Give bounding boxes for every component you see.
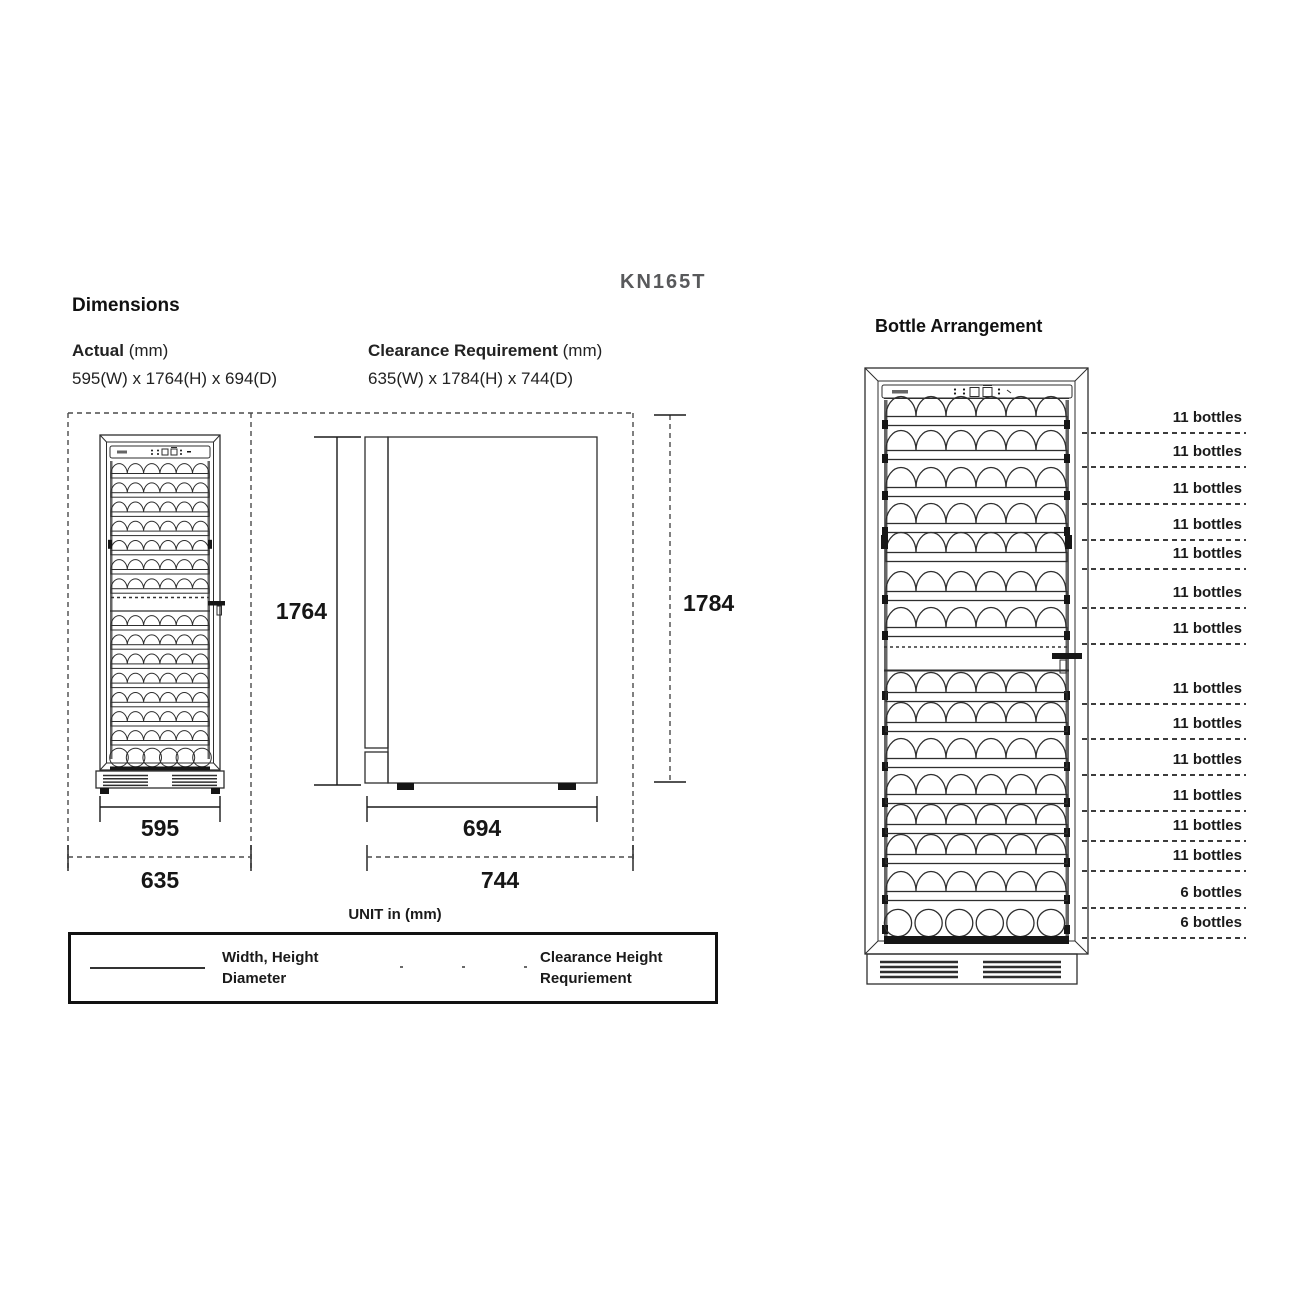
clearance-depth-dimension: 744 (366, 845, 634, 893)
clearance-label: Clearance Requirement (mm) (368, 341, 602, 361)
leader-line (1082, 503, 1246, 505)
depth-dim: 694 (463, 815, 502, 841)
legend-solid-line1: Width, Height (222, 949, 319, 966)
leader-line (1082, 738, 1246, 740)
dashed-line-sample (400, 966, 532, 968)
zone-divider (884, 646, 1069, 672)
cooler-control-panel (881, 384, 1073, 399)
leader-line (1082, 774, 1246, 776)
bottle-row-label: 11 bottles (1172, 817, 1242, 834)
leader-line (1082, 810, 1246, 812)
display-icon (161, 448, 169, 456)
front-view-drawing (95, 434, 225, 794)
front-width-dim: 595 (141, 815, 180, 841)
bottle-row-label: 11 bottles (1172, 620, 1242, 637)
actual-value: 595(W) x 1764(H) x 694(D) (72, 369, 278, 388)
standing-bottles-row (883, 908, 1066, 938)
front-vent-base (95, 770, 225, 794)
bottle-row-label: 11 bottles (1172, 480, 1242, 497)
bottle-row-label: 11 bottles (1172, 516, 1242, 533)
leader-line (1082, 607, 1246, 609)
bottle-row-label: 11 bottles (1172, 584, 1242, 601)
actual-label-bold: Actual (72, 341, 124, 360)
legend-box (68, 932, 718, 1004)
clearance-unit: (mm) (557, 341, 603, 360)
leader-line (1082, 432, 1246, 434)
bottle-row-label: 11 bottles (1172, 715, 1242, 732)
front-height-dim: 1764 (276, 598, 327, 624)
side-view-drawing (364, 436, 598, 790)
height-dimension: 1764 (276, 436, 361, 786)
clearance-height-dim: 1784 (683, 590, 734, 616)
door-handle-icon (1052, 653, 1082, 674)
bottle-row-label: 11 bottles (1172, 787, 1242, 804)
actual-label: Actual (mm) (72, 341, 168, 361)
shelf-rail-left (110, 461, 113, 759)
clearance-depth-dim: 744 (481, 867, 520, 893)
width-dimension: 595 (99, 796, 221, 841)
clearance-label-bold: Clearance Requirement (368, 341, 558, 360)
bottle-row-label: 11 bottles (1172, 545, 1242, 562)
leader-line (1082, 703, 1246, 705)
leader-line (1082, 539, 1246, 541)
shelf-rail-right (207, 461, 210, 759)
bottle-arrangement-title: Bottle Arrangement (875, 316, 1043, 336)
bottle-row-label: 11 bottles (1172, 751, 1242, 768)
door-handle-icon (208, 601, 225, 606)
clearance-value: 635(W) x 1784(H) x 744(D) (368, 369, 574, 388)
model-title: KN165T (620, 271, 707, 293)
bottle-row-label: 6 bottles (1180, 914, 1242, 931)
leader-line (1082, 643, 1246, 645)
bottle-arrangement-diagram (864, 367, 1089, 985)
cooler-cabinet (864, 367, 1089, 955)
clearance-width-dimension: 635 (67, 845, 252, 893)
side-body (387, 436, 598, 784)
clearance-height-dimension: 1784 (654, 414, 734, 783)
side-door-edge (364, 436, 389, 749)
legend-solid-line2: Diameter (222, 970, 287, 987)
legend-dashed-line2: Requriement (540, 970, 632, 987)
solid-line-sample (90, 967, 205, 969)
clearance-outline (67, 412, 634, 871)
leader-line (1082, 840, 1246, 842)
actual-unit: (mm) (123, 341, 169, 360)
bottle-row-label: 11 bottles (1172, 443, 1242, 460)
front-control-panel (109, 445, 211, 459)
dimensions-diagram: 1764 1784 595 635 694 744 (67, 412, 734, 893)
shelf-rail-right (1065, 400, 1069, 938)
bottle-row-label: 6 bottles (1180, 884, 1242, 901)
standing-bottles-row (109, 747, 212, 768)
bottle-row-label: 11 bottles (1172, 847, 1242, 864)
bottle-row-label: 11 bottles (1172, 409, 1242, 426)
clearance-width-dim: 635 (141, 867, 180, 893)
brand-logo (892, 390, 908, 394)
bottle-row-label: 11 bottles (1172, 680, 1242, 697)
dimensions-title: Dimensions (72, 295, 180, 316)
leader-line (1082, 937, 1246, 939)
cooler-vent-base (866, 953, 1078, 985)
depth-dimension: 694 (366, 796, 598, 841)
leader-line (1082, 466, 1246, 468)
legend-dashed-label: Clearance Height Requriement (540, 947, 663, 989)
shelf-rail-left (884, 400, 888, 938)
leader-line (1082, 568, 1246, 570)
legend-solid-label: Width, Height Diameter (222, 947, 319, 989)
unit-note: UNIT in (mm) (348, 906, 442, 923)
display-icon (969, 387, 980, 397)
leader-line (1082, 907, 1246, 909)
brand-logo (117, 450, 127, 454)
leader-line (1082, 870, 1246, 872)
legend-dashed-line1: Clearance Height (540, 949, 663, 966)
